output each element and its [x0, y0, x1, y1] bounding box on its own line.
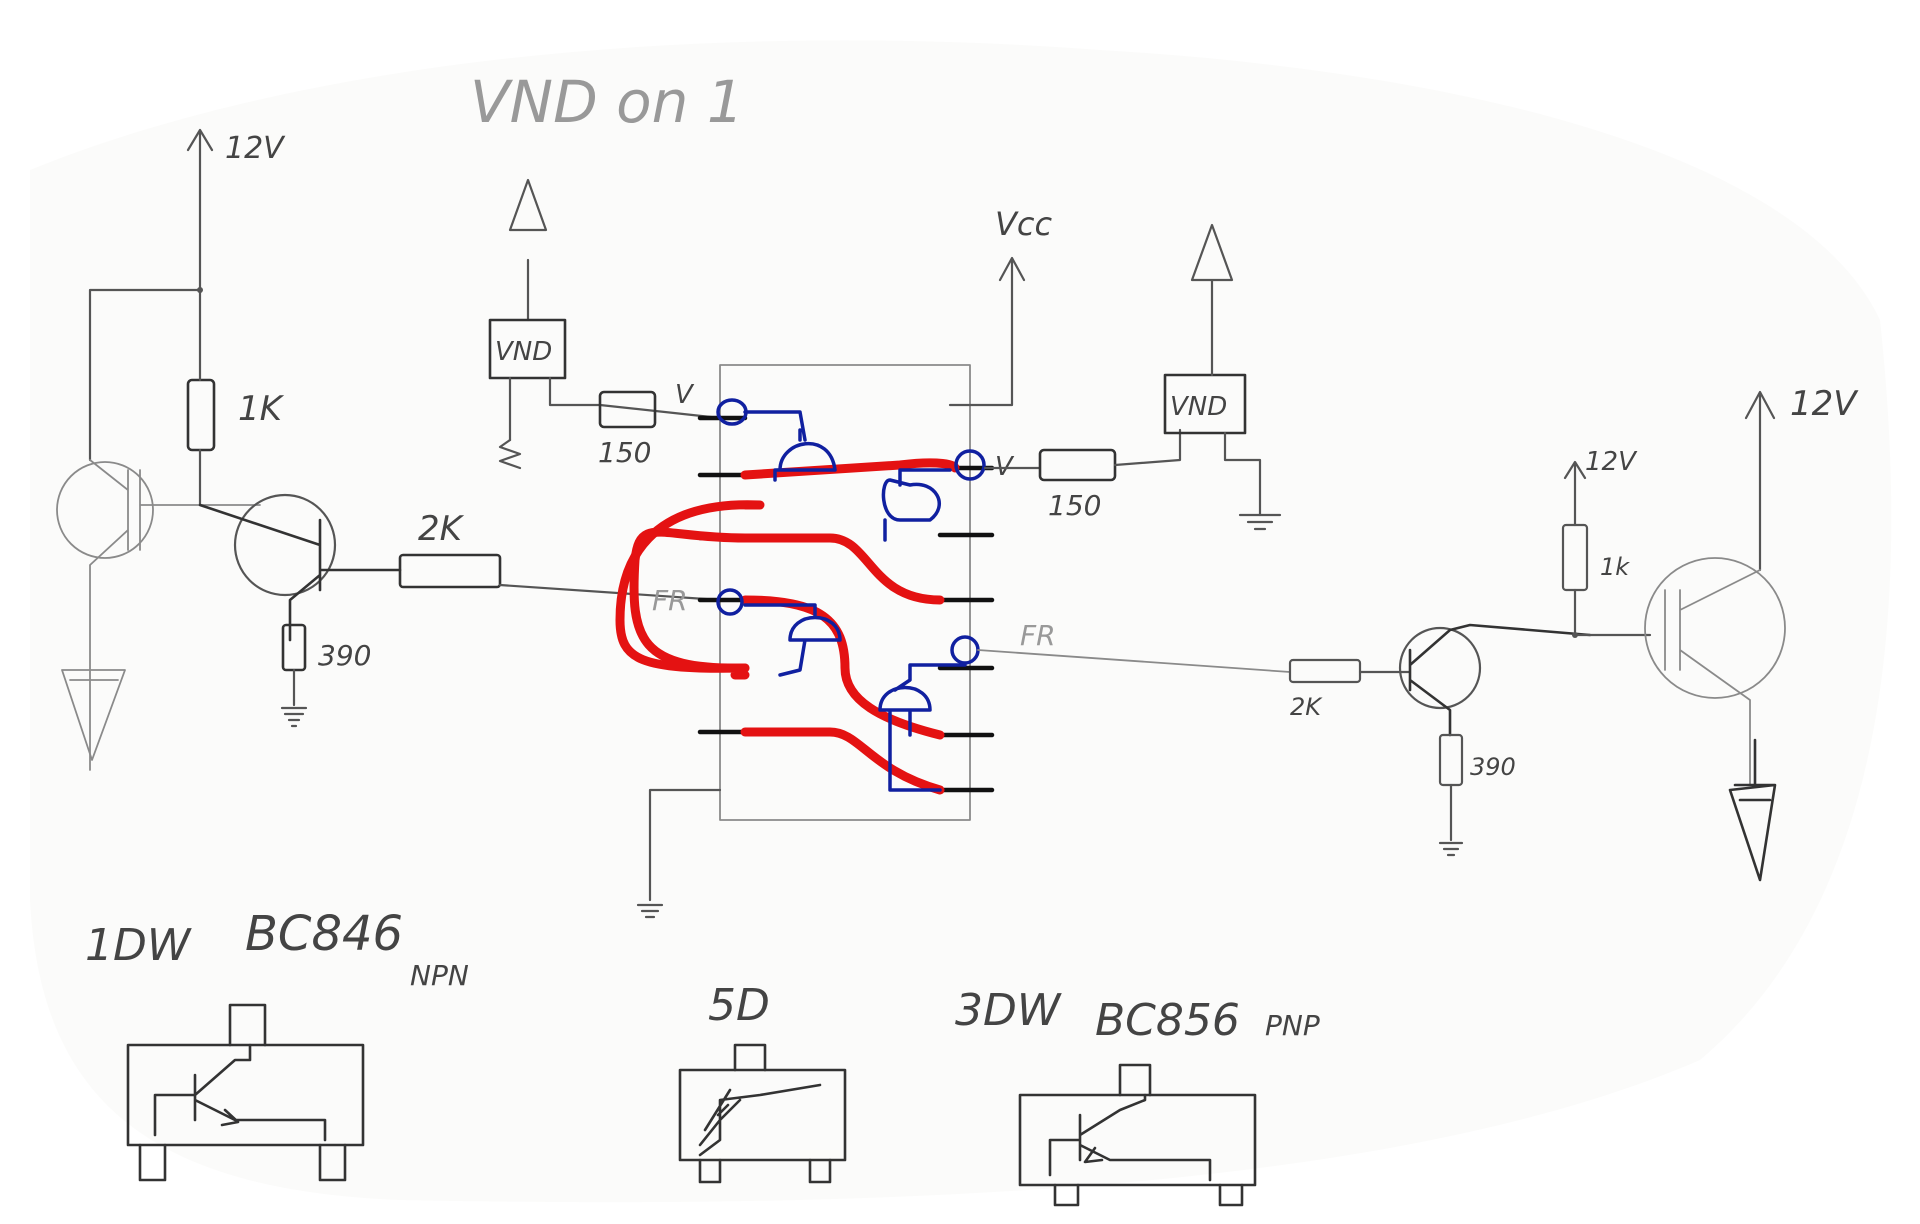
- gate-3: [743, 603, 842, 677]
- vnd-left-ground-icon: [498, 438, 522, 470]
- right-power-transistor: [1644, 557, 1786, 699]
- footnotes: 1DW BC846 NPN 5D 3DW BC856 PNP: [85, 906, 1320, 1207]
- vnd-right-ground-icon: [1238, 513, 1282, 531]
- right-12v-small-arrow: [1563, 460, 1587, 527]
- left-2k-resistor: [398, 553, 502, 589]
- diode-package-icon: [678, 1043, 847, 1184]
- npn-type-text: NPN: [410, 959, 469, 992]
- ic-package: Vcc FR: [615, 205, 1052, 919]
- pin-v-top-label: V: [675, 380, 695, 410]
- pnp-code-text: 3DW: [955, 985, 1062, 1036]
- left-390-ground-icon: [280, 698, 308, 728]
- right-12v-arrow: [1744, 390, 1776, 572]
- red-trace-4: [740, 533, 945, 605]
- right-fr-wire: [977, 649, 1291, 673]
- left-driver-transistor: [233, 493, 337, 597]
- left-load-triangle: [61, 669, 126, 761]
- left-power-transistor: [56, 461, 154, 559]
- right-150-label: 150: [1048, 489, 1101, 522]
- pin-fr-right-label: FR: [1020, 619, 1056, 652]
- right-150-to-vnd-wire: [1113, 428, 1182, 467]
- right-390-ground-icon: [1438, 783, 1464, 857]
- gate-1: [743, 410, 837, 482]
- npn-code-text: 1DW: [85, 920, 192, 971]
- vnd-right-block: V 150 VND: [983, 223, 1282, 531]
- paper-background: [30, 40, 1892, 1203]
- pin-circle-fr-left: [716, 588, 744, 616]
- left-2k-to-fr-wire: [498, 583, 722, 602]
- ic-outline: [719, 364, 971, 821]
- vcc-label: Vcc: [995, 205, 1052, 243]
- npn-part-text: BC846: [245, 906, 403, 962]
- left-2k-label: 2K: [418, 509, 465, 549]
- vcc-arrow-icon: [948, 256, 1026, 407]
- vnd-left-block: VND 150 V: [488, 178, 722, 470]
- right-output-stage: FR 2K 390 12V 1k 12V: [977, 384, 1859, 882]
- npn-package-icon: [126, 1003, 365, 1182]
- left-150-resistor: [598, 390, 657, 429]
- right-junction: [1572, 632, 1578, 638]
- right-driver-transistor: [1398, 626, 1482, 710]
- diode-code-text: 5D: [708, 980, 770, 1031]
- ic-pins-right: [937, 465, 995, 793]
- left-supply-wire: [88, 288, 202, 462]
- red-trace-6: [740, 727, 945, 795]
- vnd-right-arrow-icon: [1190, 223, 1234, 377]
- left-12v-label: 12V: [225, 131, 286, 166]
- pnp-package-icon: [1018, 1063, 1257, 1207]
- blue-logic-gates: [716, 398, 986, 792]
- gate-4: [878, 663, 967, 792]
- right-12v-small-label: 12V: [1585, 447, 1638, 477]
- pnp-part-text: BC856: [1095, 995, 1240, 1046]
- left-driver-transistor-body: [198, 503, 402, 642]
- right-12v-label: 12V: [1790, 384, 1859, 424]
- pnp-type-text: PNP: [1265, 1009, 1320, 1042]
- right-load-triangle: [1728, 738, 1777, 882]
- vnd-left-wires: [508, 376, 722, 442]
- right-2k-label: 2K: [1290, 693, 1323, 721]
- left-390-label: 390: [318, 639, 371, 672]
- gate-2: [881, 468, 952, 542]
- vnd-right-ground-wire: [1223, 431, 1262, 517]
- vnd-right-label: VND: [1170, 392, 1227, 422]
- left-input-stage: 12V 1K 390 2K: [56, 128, 722, 771]
- title-text: VND on 1: [470, 68, 744, 136]
- vnd-left-label: VND: [495, 337, 552, 367]
- left-150-label: 150: [598, 436, 651, 469]
- right-390-label: 390: [1470, 753, 1516, 781]
- vnd-right-box: [1163, 373, 1247, 435]
- right-1k-label: 1k: [1600, 553, 1630, 581]
- right-driver-transistor-body: [1408, 623, 1592, 737]
- pin-circle-v-right: [954, 449, 986, 481]
- pin-fr-left-label: FR: [652, 584, 688, 617]
- vnd-left-arrow-icon: [508, 178, 548, 322]
- right-power-transistor-body: [1664, 569, 1761, 786]
- left-1k-label: 1K: [238, 389, 285, 429]
- left-12v-arrow: [186, 128, 214, 292]
- red-trace-2: [615, 500, 765, 673]
- ic-gnd-icon: [636, 903, 664, 919]
- vnd-left-box: [488, 318, 567, 380]
- ic-gnd-wire: [648, 788, 722, 902]
